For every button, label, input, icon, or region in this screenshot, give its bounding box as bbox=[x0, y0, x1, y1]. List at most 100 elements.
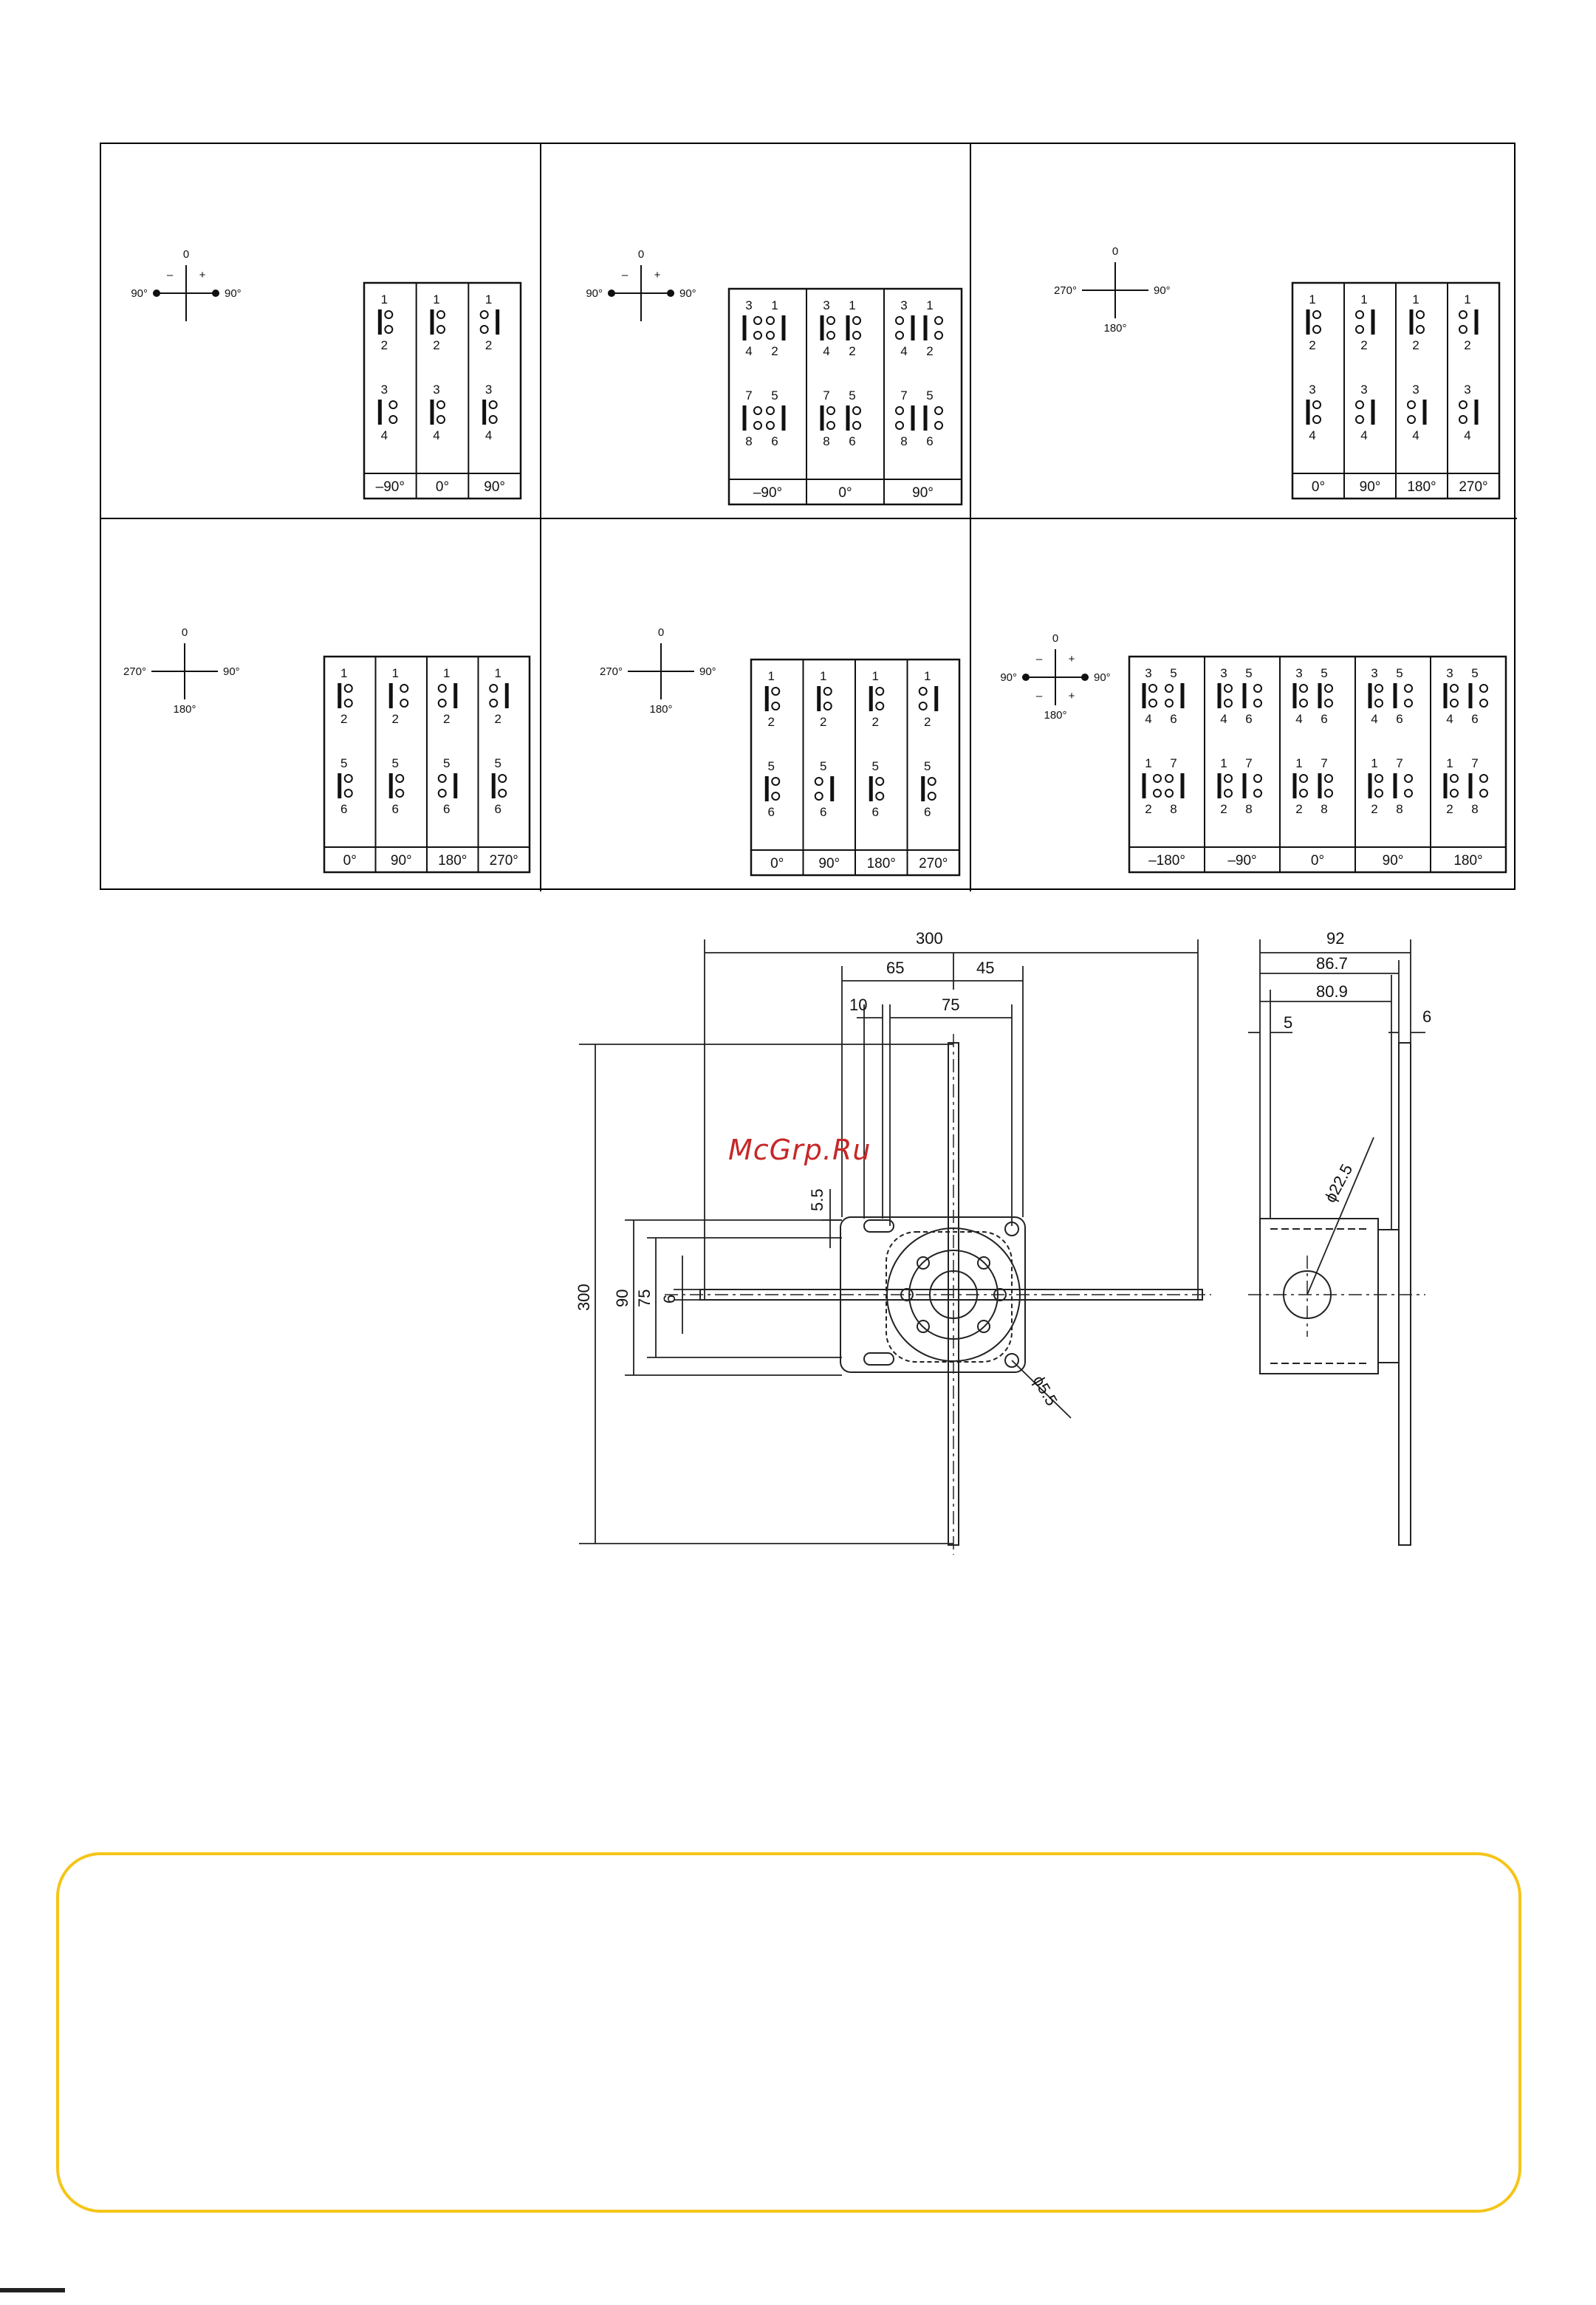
dial-label-left: 90° bbox=[131, 287, 148, 300]
dial-plus: + bbox=[199, 269, 206, 281]
contact-terminal bbox=[436, 415, 445, 424]
terminal-number: 8 bbox=[1471, 802, 1478, 816]
terminal-number: 2 bbox=[872, 715, 879, 729]
terminal-number: 6 bbox=[443, 802, 450, 816]
contact-terminal bbox=[1404, 774, 1413, 783]
terminal-number: 2 bbox=[381, 338, 388, 352]
dim-300-left: 300 bbox=[575, 1284, 593, 1311]
contact-terminal bbox=[1459, 325, 1467, 334]
contact-terminal bbox=[1459, 310, 1467, 319]
terminal-number: 2 bbox=[768, 715, 775, 729]
contact-terminal bbox=[1459, 400, 1467, 409]
contact-terminal bbox=[1224, 789, 1233, 798]
rotary-body bbox=[886, 1231, 1013, 1363]
bolt-hole bbox=[917, 1320, 930, 1333]
slot-top bbox=[863, 1219, 894, 1233]
contact-terminal bbox=[1450, 699, 1459, 708]
terminal-number: 6 bbox=[1471, 712, 1478, 726]
contact-terminal bbox=[1253, 684, 1262, 693]
position-label: 180° bbox=[1453, 853, 1482, 869]
dial-label-bottom: 180° bbox=[1103, 322, 1126, 335]
contact-terminal bbox=[1324, 774, 1333, 783]
dial-label-right: 90° bbox=[1094, 671, 1111, 684]
terminal-number: 3 bbox=[1220, 666, 1227, 680]
dim-10: 10 bbox=[849, 996, 867, 1014]
dial-plus: + bbox=[1069, 653, 1075, 665]
terminal-number: 6 bbox=[1170, 712, 1177, 726]
dial-dot bbox=[667, 290, 674, 297]
contact-terminal bbox=[388, 415, 398, 424]
terminal-number: 2 bbox=[1309, 338, 1315, 352]
position-label: 0° bbox=[838, 485, 852, 501]
contact-terminal bbox=[766, 331, 775, 340]
dim-80-9: 80.9 bbox=[1316, 982, 1348, 1001]
dim-5-side: 5 bbox=[1284, 1013, 1292, 1032]
position-dial: 0 90° 90° – + bbox=[131, 248, 242, 321]
dial-label-left: 270° bbox=[1054, 284, 1077, 297]
terminal-number: 1 bbox=[1145, 756, 1151, 770]
contact-terminal bbox=[875, 777, 885, 786]
contact-terminal bbox=[895, 421, 904, 430]
cell-svg: 0270°90°180°0°123490°1234180°1234270°123… bbox=[1054, 245, 1501, 500]
terminal-number: 3 bbox=[433, 383, 439, 397]
dim-92: 92 bbox=[1326, 929, 1344, 948]
terminal-number: 7 bbox=[1396, 756, 1403, 770]
contact-terminal bbox=[934, 316, 943, 325]
dial-label-right: 90° bbox=[679, 287, 696, 300]
terminal-number: 6 bbox=[495, 802, 501, 816]
terminal-number: 6 bbox=[924, 805, 931, 819]
terminal-number: 1 bbox=[443, 666, 450, 680]
position-label: 0° bbox=[770, 856, 784, 871]
position-label: 0° bbox=[1312, 479, 1325, 495]
terminal-number: 5 bbox=[771, 388, 778, 403]
contact-terminal bbox=[934, 421, 943, 430]
terminal-number: 4 bbox=[381, 428, 388, 442]
terminal-number: 1 bbox=[381, 292, 388, 306]
contact-terminal bbox=[1312, 400, 1321, 409]
contact-terminal bbox=[1224, 684, 1233, 693]
terminal-number: 5 bbox=[1471, 666, 1478, 680]
contact-terminal bbox=[1312, 310, 1321, 319]
terminal-number: 5 bbox=[1245, 666, 1252, 680]
bolt-hole bbox=[917, 1256, 930, 1270]
terminal-number: 5 bbox=[340, 756, 347, 770]
contact-terminal bbox=[1374, 699, 1383, 708]
contact-terminal bbox=[875, 792, 885, 801]
terminal-number: 1 bbox=[820, 669, 826, 683]
dial-label-bottom: 180° bbox=[1044, 709, 1066, 722]
position-label: 180° bbox=[867, 856, 896, 871]
terminal-number: 5 bbox=[926, 388, 933, 403]
terminal-number: 8 bbox=[823, 434, 829, 448]
contact-terminal bbox=[1407, 400, 1416, 409]
dial-dot bbox=[212, 290, 219, 297]
side-view bbox=[1248, 939, 1425, 1546]
dial-label-top: 0 bbox=[183, 248, 189, 261]
contact-terminal bbox=[934, 406, 943, 415]
position-label: –180° bbox=[1148, 853, 1185, 869]
contact-terminal bbox=[1450, 789, 1459, 798]
dial-minus: – bbox=[622, 269, 629, 281]
dimension-drawing: 300 65 45 10 75 5.5 300 90 75 6 ϕ5.5 92 … bbox=[575, 929, 1431, 1555]
position-label: 180° bbox=[438, 853, 467, 869]
contact-terminal bbox=[1253, 789, 1262, 798]
contact-terminal bbox=[1404, 684, 1413, 693]
dial-label-right: 90° bbox=[225, 287, 242, 300]
terminal-number: 5 bbox=[1321, 666, 1327, 680]
position-label: 270° bbox=[1459, 479, 1487, 495]
terminal-number: 4 bbox=[485, 428, 492, 442]
contact-terminal bbox=[1355, 325, 1364, 334]
terminal-number: 2 bbox=[1360, 338, 1367, 352]
contact-terminal bbox=[1324, 699, 1333, 708]
contact-terminal bbox=[771, 777, 781, 786]
dial-minus: – bbox=[167, 269, 174, 281]
contact-terminal bbox=[1450, 684, 1459, 693]
contact-terminal bbox=[1355, 310, 1364, 319]
terminal-number: 2 bbox=[1464, 338, 1470, 352]
terminal-number: 4 bbox=[1412, 428, 1419, 442]
